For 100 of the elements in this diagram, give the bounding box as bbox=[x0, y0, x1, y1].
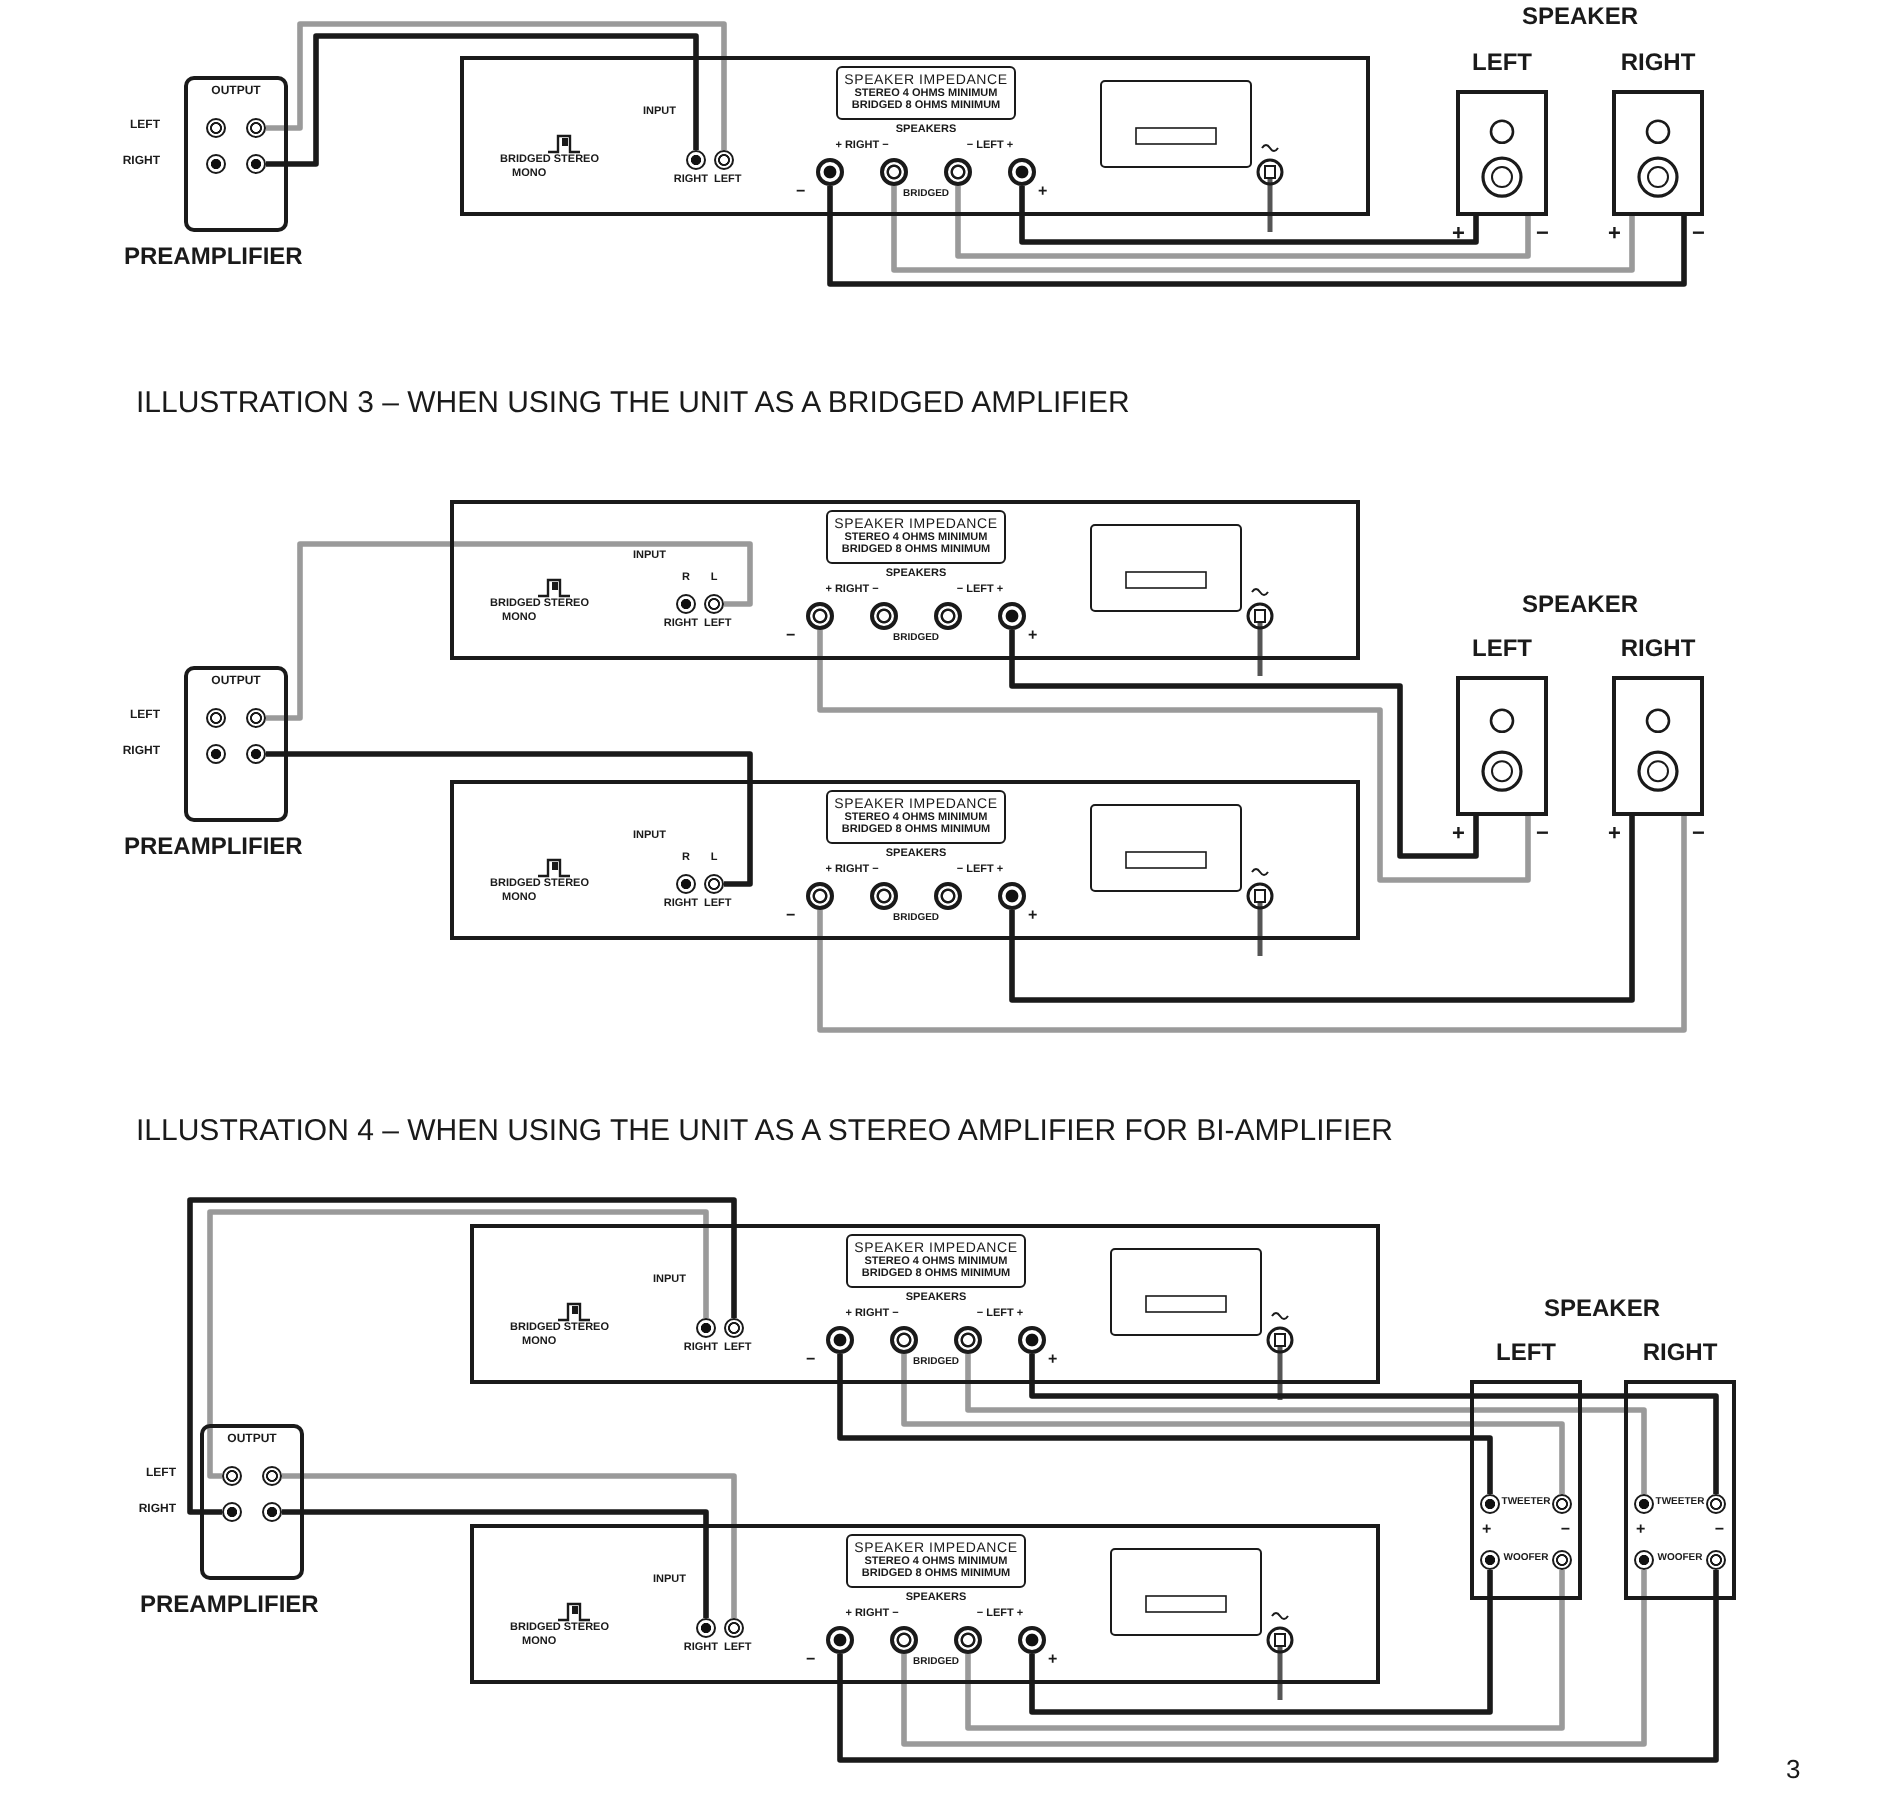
cable bbox=[266, 21, 727, 150]
input-jack bbox=[714, 150, 734, 170]
output-jack bbox=[246, 744, 266, 764]
impedance-plate bbox=[826, 510, 1006, 564]
device-label: PREAMPLIFIER bbox=[124, 834, 303, 858]
speaker-terminal bbox=[1480, 1550, 1500, 1570]
speaker-terminal bbox=[1634, 1494, 1654, 1514]
speaker-terminal bbox=[1480, 1494, 1500, 1514]
impedance-plate bbox=[846, 1534, 1026, 1588]
polarity-mark: − bbox=[806, 1352, 816, 1368]
polarity-mark: + − bbox=[1482, 1522, 1570, 1538]
speaker-terminal bbox=[998, 882, 1026, 910]
cable bbox=[901, 1570, 1647, 1747]
impedance-plate bbox=[846, 1234, 1026, 1288]
cable bbox=[837, 1354, 1493, 1494]
amplifier-panel bbox=[470, 1524, 1380, 1684]
speaker-heading: LEFT bbox=[1470, 50, 1534, 74]
polarity-mark: − bbox=[1692, 824, 1705, 846]
cable bbox=[266, 751, 753, 887]
polarity-mark: + bbox=[1452, 224, 1465, 246]
device-label: PREAMPLIFIER bbox=[140, 1592, 319, 1616]
polarity-mark: + − bbox=[1636, 1522, 1724, 1538]
cable bbox=[282, 1473, 737, 1618]
speaker-terminal bbox=[1706, 1550, 1726, 1570]
speaker-terminal bbox=[870, 602, 898, 630]
cable bbox=[266, 541, 753, 721]
polarity-mark: − bbox=[796, 184, 806, 200]
cable bbox=[965, 1354, 1647, 1494]
page-number: 3 bbox=[1786, 1756, 1801, 1782]
speaker-terminal bbox=[880, 158, 908, 186]
cable bbox=[955, 186, 1531, 259]
speaker-terminal bbox=[954, 1326, 982, 1354]
input-jack bbox=[704, 874, 724, 894]
cable bbox=[891, 186, 1635, 273]
amplifier-panel bbox=[460, 56, 1370, 216]
speaker-terminal bbox=[1018, 1326, 1046, 1354]
speaker-terminal bbox=[998, 602, 1026, 630]
illustration-title: ILLUSTRATION 4 – WHEN USING THE UNIT AS A STEREO AMPLIFIER FOR BI-AMPLIFIER bbox=[136, 1116, 1393, 1146]
polarity-mark: + bbox=[1608, 224, 1621, 246]
input-jack bbox=[696, 1318, 716, 1338]
polarity-mark: − bbox=[1692, 224, 1705, 246]
input-jack bbox=[704, 594, 724, 614]
output-jack bbox=[246, 118, 266, 138]
cable bbox=[1009, 630, 1479, 859]
amplifier-panel bbox=[450, 780, 1360, 940]
amplifier-panel bbox=[470, 1224, 1380, 1384]
output-jack bbox=[206, 744, 226, 764]
output-jack bbox=[222, 1466, 242, 1486]
speaker-terminal bbox=[944, 158, 972, 186]
device-label: PREAMPLIFIER bbox=[124, 244, 303, 268]
polarity-mark: + bbox=[1028, 628, 1038, 644]
cable bbox=[1019, 186, 1479, 245]
polarity-mark: + bbox=[1028, 908, 1038, 924]
cable bbox=[901, 1354, 1565, 1494]
output-jack bbox=[262, 1502, 282, 1522]
input-jack bbox=[686, 150, 706, 170]
speaker-terminal bbox=[890, 1626, 918, 1654]
cable bbox=[207, 1209, 709, 1479]
speaker-terminal bbox=[806, 602, 834, 630]
cable bbox=[965, 1570, 1565, 1731]
input-jack bbox=[724, 1318, 744, 1338]
output-jack bbox=[206, 118, 226, 138]
cable bbox=[817, 816, 1687, 1033]
polarity-mark: − bbox=[786, 908, 796, 924]
cable bbox=[266, 33, 699, 167]
output-jack bbox=[206, 154, 226, 174]
speaker-terminal bbox=[934, 882, 962, 910]
output-jack bbox=[262, 1466, 282, 1486]
output-jack bbox=[206, 708, 226, 728]
cable bbox=[282, 1509, 709, 1618]
speaker-terminal bbox=[1552, 1550, 1572, 1570]
illustration-title: ILLUSTRATION 3 – WHEN USING THE UNIT AS A BRIDGED AMPLIFIER bbox=[136, 388, 1130, 418]
speaker-terminal bbox=[1552, 1494, 1572, 1514]
group-heading: SPEAKER bbox=[1519, 592, 1640, 616]
input-jack bbox=[724, 1618, 744, 1638]
group-heading: SPEAKER bbox=[1519, 4, 1640, 28]
speaker-heading: RIGHT bbox=[1618, 636, 1698, 660]
speaker-terminal bbox=[1706, 1494, 1726, 1514]
speaker-terminal bbox=[826, 1326, 854, 1354]
speaker-heading: RIGHT bbox=[1640, 1340, 1720, 1364]
polarity-mark: + bbox=[1048, 1652, 1058, 1668]
speaker-terminal bbox=[1634, 1550, 1654, 1570]
speaker-terminal bbox=[890, 1326, 918, 1354]
impedance-plate bbox=[826, 790, 1006, 844]
output-jack bbox=[222, 1502, 242, 1522]
polarity-mark: + bbox=[1608, 824, 1621, 846]
input-jack bbox=[676, 594, 696, 614]
cable bbox=[1029, 1354, 1719, 1494]
speaker-terminal bbox=[816, 158, 844, 186]
impedance-plate bbox=[836, 66, 1016, 120]
group-heading: SPEAKER bbox=[1541, 1296, 1662, 1320]
speaker-heading: LEFT bbox=[1494, 1340, 1558, 1364]
polarity-mark: − bbox=[1536, 824, 1549, 846]
amplifier-panel bbox=[450, 500, 1360, 660]
cable bbox=[1009, 816, 1635, 1003]
speaker-heading: RIGHT bbox=[1618, 50, 1698, 74]
cable bbox=[1029, 1570, 1493, 1715]
polarity-mark: + bbox=[1048, 1352, 1058, 1368]
speaker-heading: LEFT bbox=[1470, 636, 1534, 660]
speaker-terminal bbox=[954, 1626, 982, 1654]
